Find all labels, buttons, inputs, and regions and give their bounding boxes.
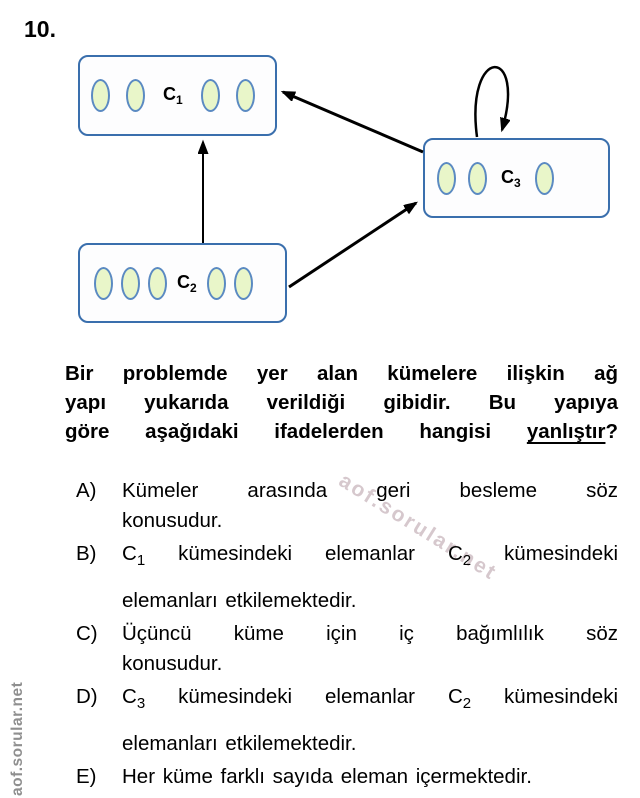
option-text: C3 kümesindeki elemanlar C2 kümesindeki e… bbox=[122, 682, 618, 759]
option-text: C1 kümesindeki elemanlar C2 kümesindeki e… bbox=[122, 539, 618, 616]
option-line: elemanları etkilemektedir. bbox=[122, 589, 357, 612]
set-label-c3: C3 bbox=[501, 166, 521, 190]
set-element-ellipse bbox=[91, 79, 110, 112]
question-number: 10. bbox=[24, 16, 56, 42]
watermark-side: aof.sorular.net bbox=[9, 681, 26, 796]
set-element-ellipse bbox=[468, 161, 487, 195]
diagram-arrows bbox=[0, 65, 640, 289]
option-text: Üçüncü küme için iç bağımlılık söz konusu… bbox=[122, 619, 618, 679]
option-a[interactable]: A) Kümeler arasında geri besleme söz konus… bbox=[76, 476, 618, 536]
option-letter: D) bbox=[76, 685, 98, 708]
question-line-1: Bir problemde yer alan kümelere ilişkin … bbox=[65, 362, 618, 385]
set-element-ellipse bbox=[235, 79, 255, 112]
edge-c3-to-c1-arrow bbox=[283, 90, 424, 154]
option-line: Üçüncü küme için iç bağımlılık söz bbox=[122, 622, 618, 645]
option-line: C1 kümesindeki elemanlar C2 kümesindeki bbox=[122, 542, 618, 569]
set-element-ellipse bbox=[534, 161, 554, 195]
set-element-ellipse bbox=[94, 266, 113, 300]
set-box-c3: C3 bbox=[423, 138, 610, 218]
options-list: A) Kümeler arasında geri besleme söz konus… bbox=[76, 476, 618, 795]
edge-c2-to-c3-arrow bbox=[288, 203, 416, 289]
set-element-ellipse bbox=[148, 266, 167, 300]
set-label-c1: C1 bbox=[163, 84, 183, 107]
option-e[interactable]: E) Her küme farklı sayıda eleman içermekt… bbox=[76, 762, 618, 792]
question-line-2: yapı yukarıda verildiği gibidir. Bu yapı… bbox=[65, 391, 618, 414]
edge-c3-self-loop-arrow bbox=[474, 65, 508, 138]
question-text: Bir problemde yer alan kümelere ilişkin … bbox=[65, 359, 618, 446]
option-line: konusudur. bbox=[122, 509, 223, 532]
set-element-ellipse bbox=[200, 79, 220, 112]
option-line: konusudur. bbox=[122, 652, 223, 675]
question-line-3-suffix: ? bbox=[605, 420, 618, 443]
option-letter: E) bbox=[76, 765, 97, 788]
option-letter: B) bbox=[76, 542, 97, 565]
set-box-c2: C2 bbox=[78, 243, 287, 323]
set-element-ellipse bbox=[233, 266, 253, 300]
option-letter: A) bbox=[76, 479, 97, 502]
option-c[interactable]: C) Üçüncü küme için iç bağımlılık söz konu… bbox=[76, 619, 618, 679]
option-line: elemanları etkilemektedir. bbox=[122, 732, 357, 755]
option-line: Her küme farklı sayıda eleman içermekted… bbox=[122, 765, 532, 788]
option-b[interactable]: B) C1 kümesindeki elemanlar C2 kümesindek… bbox=[76, 539, 618, 616]
option-line: Kümeler arasında geri besleme söz bbox=[122, 479, 618, 502]
option-text: Kümeler arasında geri besleme söz konusud… bbox=[122, 476, 618, 536]
option-line: C3 kümesindeki elemanlar C2 kümesindeki bbox=[122, 685, 618, 712]
option-letter: C) bbox=[76, 622, 98, 645]
underlined-word: yanlıştır bbox=[526, 420, 606, 443]
set-element-ellipse bbox=[437, 161, 456, 195]
set-element-ellipse bbox=[126, 79, 145, 112]
option-d[interactable]: D) C3 kümesindeki elemanlar C2 kümesindek… bbox=[76, 682, 618, 759]
set-label-c2: C2 bbox=[177, 271, 197, 295]
option-text: Her küme farklı sayıda eleman içermekted… bbox=[122, 762, 618, 792]
set-element-ellipse bbox=[206, 266, 226, 300]
question-line-3-prefix: göre aşağıdaki ifadelerden hangisi bbox=[65, 420, 527, 443]
set-box-c1: C1 bbox=[78, 55, 277, 136]
set-element-ellipse bbox=[121, 266, 140, 300]
question-line-3: göre aşağıdaki ifadelerden hangisi yanlı… bbox=[65, 417, 618, 446]
